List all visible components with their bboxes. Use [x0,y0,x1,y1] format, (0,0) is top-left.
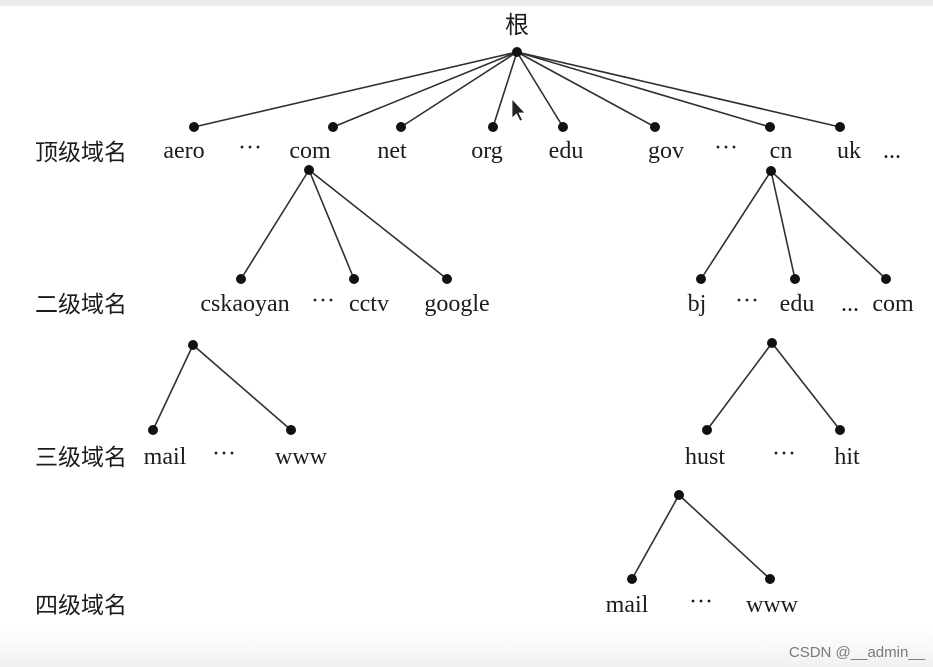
node-com-top [328,122,338,132]
label-fourth-hust-ellipsis: ··· [689,589,713,615]
watermark: CSDN @__admin__ [788,644,925,661]
edge-cn-bj [700,170,772,280]
label-www-hust: www [746,592,799,618]
label-third-educn-ellipsis: ··· [772,441,796,467]
label-second-com-ellipsis: ··· [311,288,335,314]
edge-root-aero [193,51,518,128]
edge-educn-hust [706,342,773,431]
level-label-top: 顶级域名 [35,140,127,166]
node-mail-cskaoyan [148,425,158,435]
label-top-ellipsis-1: ··· [238,135,262,161]
node-net [396,122,406,132]
label-cn: cn [770,138,793,164]
node-hust-parent [674,490,684,500]
node-www-cskaoyan [286,425,296,435]
node-cn [765,122,775,132]
edge-com-google [308,169,448,280]
top-border-strip [0,0,933,6]
node-www-hust [765,574,775,584]
label-edu-top: edu [549,138,584,164]
label-cskaoyan: cskaoyan [200,291,289,317]
label-cctv: cctv [349,291,389,317]
level-label-third: 三级域名 [35,445,127,471]
edge-root-cn [516,51,771,128]
level-label-second: 二级域名 [35,292,127,318]
bottom-border-strip [0,628,933,667]
label-com-top: com [289,138,331,164]
tree-labels: 根 顶级域名 二级域名 三级域名 四级域名 aero ··· com net o… [35,11,914,619]
root-label: 根 [505,11,529,39]
node-edu-cn [790,274,800,284]
label-www-cskaoyan: www [275,444,328,470]
edge-com-cskaoyan [240,169,310,280]
node-gov [650,122,660,132]
edge-cskaoyan-mail [152,344,194,431]
edge-hust-www [678,494,771,580]
label-aero: aero [163,138,204,164]
label-second-cn-ellipsis-1: ··· [735,288,759,314]
node-hit [835,425,845,435]
label-net: net [377,138,407,164]
node-aero [189,122,199,132]
label-gov: gov [648,138,684,164]
node-cskaoyan-parent [188,340,198,350]
label-second-cn-ellipsis-2: ... [841,291,859,317]
node-org [488,122,498,132]
edge-cskaoyan-www [192,344,292,431]
node-mail-hust [627,574,637,584]
node-hust [702,425,712,435]
label-top-ellipsis-3: ... [883,138,901,164]
node-cctv [349,274,359,284]
label-mail-hust: mail [606,592,649,618]
level-label-fourth: 四级域名 [35,593,127,619]
label-mail-cskaoyan: mail [144,444,187,470]
label-edu-cn: edu [780,291,815,317]
edge-educn-hit [771,342,841,431]
edge-cn-edu [770,170,796,280]
node-root [512,47,522,57]
edge-root-com [332,51,518,128]
node-educn-parent [767,338,777,348]
label-hit: hit [834,444,860,470]
label-com-cn: com [872,291,914,317]
edge-root-edu [516,51,564,128]
label-org: org [471,138,503,164]
node-com-cn [881,274,891,284]
node-cn-parent [766,166,776,176]
edge-root-org [492,51,518,128]
node-google [442,274,452,284]
node-uk [835,122,845,132]
mouse-pointer-icon [511,97,526,122]
edge-com-cctv [308,169,355,280]
label-google: google [424,291,489,317]
node-cskaoyan [236,274,246,284]
label-top-ellipsis-2: ··· [714,135,738,161]
tree-nodes [148,47,891,584]
edge-root-gov [516,51,656,128]
edge-hust-mail [631,494,680,580]
node-com-parent [304,165,314,175]
label-hust: hust [685,444,725,470]
label-bj: bj [688,291,707,317]
node-edu-top [558,122,568,132]
tree-edges [152,51,887,580]
label-third-cskaoyan-ellipsis: ··· [212,441,236,467]
label-uk: uk [837,138,861,164]
edge-root-uk [516,51,841,128]
edge-cn-com [770,170,887,280]
edge-root-net [400,51,518,128]
node-bj [696,274,706,284]
